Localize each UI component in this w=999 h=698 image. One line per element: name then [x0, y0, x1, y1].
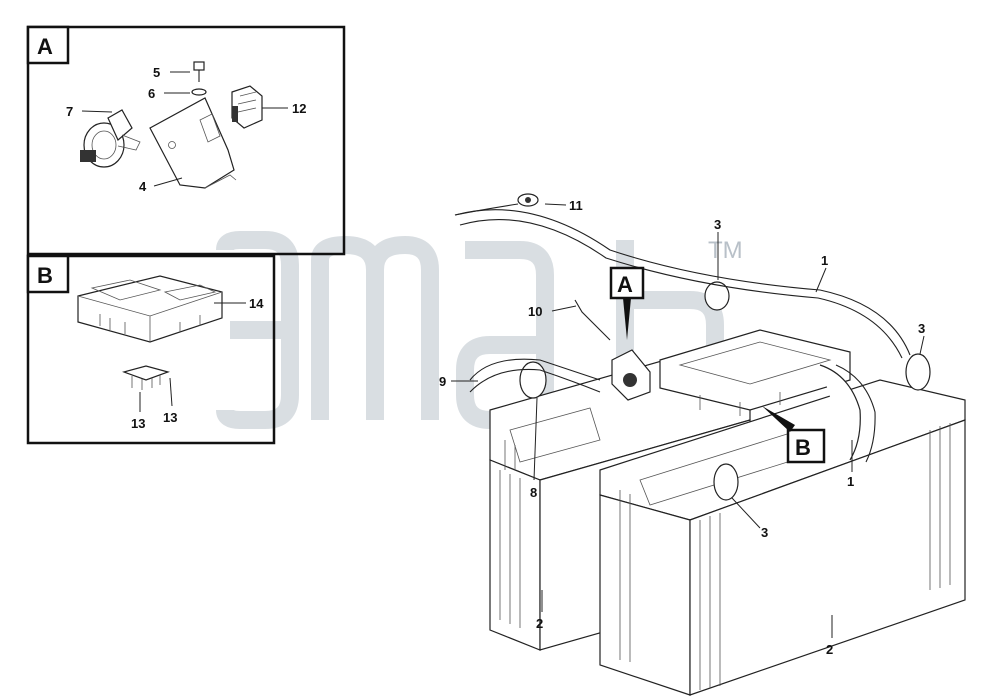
- pointer-b: B: [762, 406, 826, 464]
- cable-right: [819, 364, 861, 461]
- bolt-part: [191, 61, 207, 96]
- callout-4: 4: [139, 179, 147, 194]
- switch-part: [80, 109, 141, 168]
- callout-12: 12: [292, 101, 306, 116]
- terminal-cap-top: [704, 281, 730, 311]
- callout-11: 11: [569, 198, 583, 213]
- pointer-a: A: [609, 266, 645, 340]
- detail-box-b-label: B: [37, 263, 53, 288]
- cable-eyelet: [454, 193, 539, 216]
- callout-8: 8: [530, 485, 537, 500]
- callout-13-right: 13: [163, 410, 177, 425]
- connector-part: [231, 85, 263, 129]
- callout-5: 5: [153, 65, 160, 80]
- terminal-cap-right: [905, 353, 931, 391]
- battery-assembly: A B 11 3 1 3 10 9 8 1 3 2 2: [439, 193, 966, 696]
- callout-3-right: 3: [918, 321, 925, 336]
- callout-3-bottom: 3: [761, 525, 768, 540]
- cable-10: [574, 299, 611, 341]
- callout-1-right: 1: [847, 474, 854, 489]
- pointer-b-label: B: [795, 435, 811, 460]
- battery-right: [599, 379, 966, 696]
- detail-box-a-label: A: [37, 34, 53, 59]
- battery-switch: [611, 349, 651, 401]
- callout-7: 7: [66, 104, 73, 119]
- watermark-tm: TM: [708, 237, 743, 264]
- callout-6: 6: [148, 86, 155, 101]
- detail-box-b: B 14 13 13: [26, 254, 276, 445]
- pointer-a-label: A: [617, 272, 633, 297]
- callout-2-left: 2: [536, 616, 543, 631]
- terminal-cap-left: [519, 361, 547, 399]
- callout-2-right: 2: [826, 642, 833, 657]
- terminal-cap-front: [713, 463, 739, 501]
- callout-13-left: 13: [131, 416, 145, 431]
- fuse-block-part: [77, 275, 223, 343]
- fuse-part: [122, 365, 170, 390]
- detail-box-a: A 5 6: [26, 25, 346, 256]
- battery-cover: [659, 329, 851, 416]
- callout-9: 9: [439, 374, 446, 389]
- callout-3-top: 3: [714, 217, 721, 232]
- cable-left: [469, 358, 601, 381]
- callout-14: 14: [249, 296, 264, 311]
- cable-top: [454, 209, 911, 356]
- bracket-part: [149, 97, 237, 189]
- callout-10: 10: [528, 304, 542, 319]
- callout-1-top: 1: [821, 253, 828, 268]
